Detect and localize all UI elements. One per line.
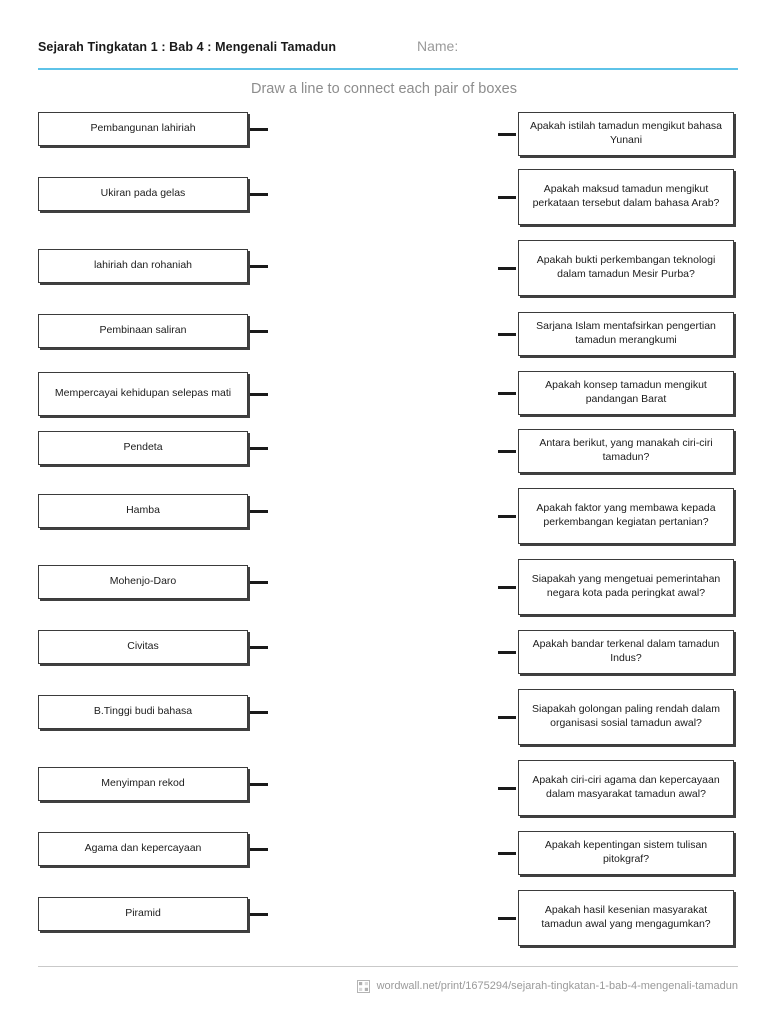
left-item-5[interactable]: Mempercayai kehidupan selepas mati xyxy=(38,372,268,416)
connector-stub[interactable] xyxy=(498,132,516,136)
left-item-7[interactable]: Hamba xyxy=(38,494,268,528)
connector-stub[interactable] xyxy=(250,710,268,714)
right-item-label: Apakah faktor yang membawa kepada perkem… xyxy=(518,488,734,544)
right-item-label: Siapakah golongan paling rendah dalam or… xyxy=(518,689,734,745)
right-item-label: Apakah istilah tamadun mengikut bahasa Y… xyxy=(518,112,734,156)
connector-stub[interactable] xyxy=(498,449,516,453)
left-item-label: Pembinaan saliran xyxy=(38,314,248,348)
left-item-label: Mohenjo-Daro xyxy=(38,565,248,599)
left-item-label: Agama dan kepercayaan xyxy=(38,832,248,866)
connector-stub[interactable] xyxy=(498,650,516,654)
left-item-4[interactable]: Pembinaan saliran xyxy=(38,314,268,348)
right-item-11[interactable]: Apakah ciri-ciri agama dan kepercayaan d… xyxy=(498,760,734,816)
left-item-label: Civitas xyxy=(38,630,248,664)
left-item-12[interactable]: Agama dan kepercayaan xyxy=(38,832,268,866)
connector-stub[interactable] xyxy=(250,912,268,916)
wordwall-grid-icon xyxy=(356,979,370,993)
left-item-label: Menyimpan rekod xyxy=(38,767,248,801)
worksheet-header: Sejarah Tingkatan 1 : Bab 4 : Mengenali … xyxy=(38,38,738,70)
left-item-label: lahiriah dan rohaniah xyxy=(38,249,248,283)
instruction-text: Draw a line to connect each pair of boxe… xyxy=(251,81,517,97)
connector-stub[interactable] xyxy=(250,192,268,196)
connector-stub[interactable] xyxy=(250,847,268,851)
left-item-2[interactable]: Ukiran pada gelas xyxy=(38,177,268,211)
connector-stub[interactable] xyxy=(498,786,516,790)
connector-stub[interactable] xyxy=(498,266,516,270)
connector-stub[interactable] xyxy=(250,509,268,513)
right-item-label: Apakah bukti perkembangan teknologi dala… xyxy=(518,240,734,296)
right-item-9[interactable]: Apakah bandar terkenal dalam tamadun Ind… xyxy=(498,630,734,674)
right-item-2[interactable]: Apakah maksud tamadun mengikut perkataan… xyxy=(498,169,734,225)
page-title: Sejarah Tingkatan 1 : Bab 4 : Mengenali … xyxy=(38,40,337,54)
right-item-label: Apakah bandar terkenal dalam tamadun Ind… xyxy=(518,630,734,674)
right-item-label: Sarjana Islam mentafsirkan pengertian ta… xyxy=(518,312,734,356)
right-item-1[interactable]: Apakah istilah tamadun mengikut bahasa Y… xyxy=(498,112,734,156)
left-item-label: B.Tinggi budi bahasa xyxy=(38,695,248,729)
connector-stub[interactable] xyxy=(250,645,268,649)
connector-stub[interactable] xyxy=(250,446,268,450)
right-item-4[interactable]: Sarjana Islam mentafsirkan pengertian ta… xyxy=(498,312,734,356)
right-item-label: Apakah ciri-ciri agama dan kepercayaan d… xyxy=(518,760,734,816)
connector-stub[interactable] xyxy=(498,391,516,395)
right-item-label: Antara berikut, yang manakah ciri-ciri t… xyxy=(518,429,734,473)
right-item-8[interactable]: Siapakah yang mengetuai pemerintahan neg… xyxy=(498,559,734,615)
right-item-3[interactable]: Apakah bukti perkembangan teknologi dala… xyxy=(498,240,734,296)
connector-stub[interactable] xyxy=(250,264,268,268)
name-label: Name: xyxy=(417,38,459,54)
right-item-12[interactable]: Apakah kepentingan sistem tulisan pitokg… xyxy=(498,831,734,875)
left-item-label: Piramid xyxy=(38,897,248,931)
connector-stub[interactable] xyxy=(250,329,268,333)
left-item-3[interactable]: lahiriah dan rohaniah xyxy=(38,249,268,283)
left-item-10[interactable]: B.Tinggi budi bahasa xyxy=(38,695,268,729)
connector-stub[interactable] xyxy=(498,715,516,719)
left-item-11[interactable]: Menyimpan rekod xyxy=(38,767,268,801)
right-item-6[interactable]: Antara berikut, yang manakah ciri-ciri t… xyxy=(498,429,734,473)
connector-stub[interactable] xyxy=(498,585,516,589)
footer-url: wordwall.net/print/1675294/sejarah-tingk… xyxy=(376,980,738,992)
right-item-label: Siapakah yang mengetuai pemerintahan neg… xyxy=(518,559,734,615)
right-item-label: Apakah maksud tamadun mengikut perkataan… xyxy=(518,169,734,225)
footer: wordwall.net/print/1675294/sejarah-tingk… xyxy=(38,975,738,997)
right-item-label: Apakah hasil kesenian masyarakat tamadun… xyxy=(518,890,734,946)
left-item-13[interactable]: Piramid xyxy=(38,897,268,931)
connector-stub[interactable] xyxy=(498,916,516,920)
right-item-13[interactable]: Apakah hasil kesenian masyarakat tamadun… xyxy=(498,890,734,946)
right-item-7[interactable]: Apakah faktor yang membawa kepada perkem… xyxy=(498,488,734,544)
left-item-label: Pendeta xyxy=(38,431,248,465)
right-item-label: Apakah konsep tamadun mengikut pandangan… xyxy=(518,371,734,415)
left-item-label: Pembangunan lahiriah xyxy=(38,112,248,146)
connector-stub[interactable] xyxy=(498,195,516,199)
left-item-label: Ukiran pada gelas xyxy=(38,177,248,211)
left-item-8[interactable]: Mohenjo-Daro xyxy=(38,565,268,599)
connector-stub[interactable] xyxy=(498,851,516,855)
header-divider xyxy=(38,68,738,70)
left-item-9[interactable]: Civitas xyxy=(38,630,268,664)
connector-stub[interactable] xyxy=(250,580,268,584)
right-item-label: Apakah kepentingan sistem tulisan pitokg… xyxy=(518,831,734,875)
connector-stub[interactable] xyxy=(250,392,268,396)
connector-stub[interactable] xyxy=(498,514,516,518)
footer-divider xyxy=(38,966,738,967)
left-item-label: Hamba xyxy=(38,494,248,528)
left-item-1[interactable]: Pembangunan lahiriah xyxy=(38,112,268,146)
left-item-label: Mempercayai kehidupan selepas mati xyxy=(38,372,248,416)
connector-stub[interactable] xyxy=(250,127,268,131)
connector-stub[interactable] xyxy=(498,332,516,336)
right-item-5[interactable]: Apakah konsep tamadun mengikut pandangan… xyxy=(498,371,734,415)
connector-stub[interactable] xyxy=(250,782,268,786)
left-item-6[interactable]: Pendeta xyxy=(38,431,268,465)
right-item-10[interactable]: Siapakah golongan paling rendah dalam or… xyxy=(498,689,734,745)
